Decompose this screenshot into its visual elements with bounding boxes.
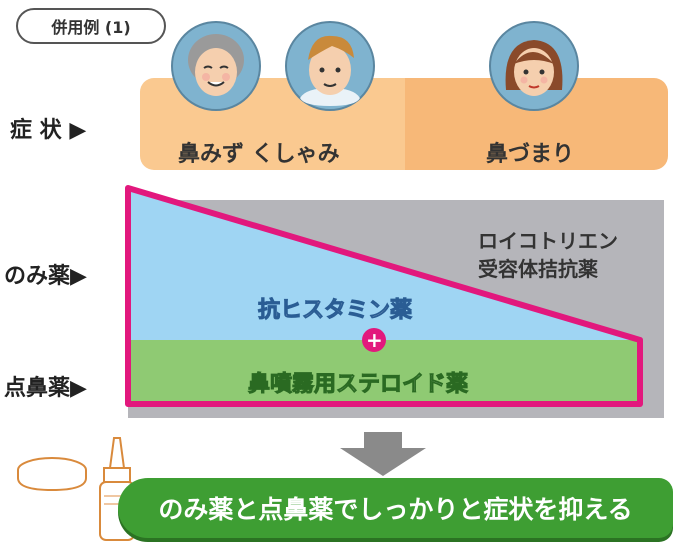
row-label-oral: のみ薬▶	[4, 264, 87, 289]
antihistamine-label: 抗ヒスタミン薬	[257, 298, 413, 324]
conclusion-banner: のみ薬と点鼻薬でしっかりと症状を抑える	[118, 478, 673, 538]
young-woman-avatar-icon	[489, 21, 579, 111]
plus-label: +	[366, 328, 383, 352]
elderly-woman-avatar-icon	[171, 21, 261, 111]
symptom-congestion: 鼻づまり	[486, 142, 575, 167]
down-arrow-icon	[340, 432, 426, 476]
symptom-runny-sneeze: 鼻みず くしゃみ	[178, 142, 340, 167]
leukotriene-label-line1: ロイコトリエン	[478, 229, 618, 253]
example-title: 併用例 (1)	[51, 18, 131, 37]
steroid-label: 鼻噴霧用ステロイド薬	[247, 372, 469, 398]
row-label-symptoms: 症 状 ▶	[10, 118, 87, 143]
combination-outline	[125, 185, 643, 407]
pill-icon	[17, 457, 87, 492]
conclusion-text: のみ薬と点鼻薬でしっかりと症状を抑える	[158, 495, 633, 524]
steroid-area	[128, 340, 640, 404]
young-man-avatar-icon	[285, 21, 375, 111]
example-title-pill: 併用例 (1)	[16, 8, 166, 44]
row-label-nasal: 点鼻薬▶	[4, 376, 87, 401]
leukotriene-label-line2: 受容体拮抗薬	[478, 257, 598, 281]
plus-icon	[362, 328, 386, 352]
drug-diagram	[125, 185, 664, 418]
